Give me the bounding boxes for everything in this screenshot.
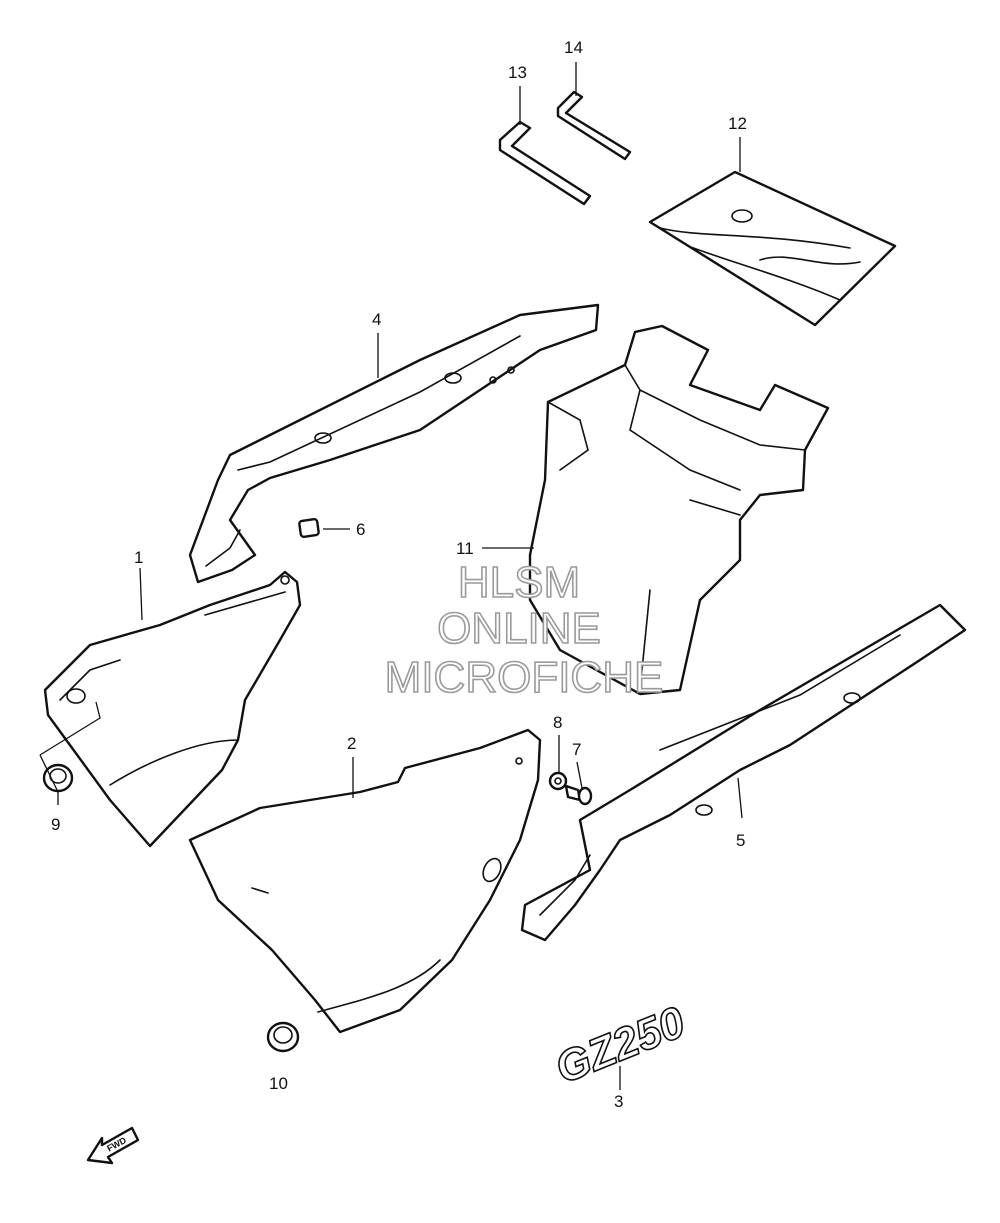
tool-bag-12[interactable] — [648, 170, 897, 327]
callout-9: 9 — [51, 815, 60, 834]
callout-7: 7 — [572, 740, 581, 759]
watermark-line-2: ONLINE — [437, 604, 601, 653]
grommet-6[interactable] — [298, 518, 320, 538]
callout-10: 10 — [269, 1074, 288, 1093]
callout-3: 3 — [614, 1092, 623, 1111]
watermark: HLSM ONLINE MICROFICHE — [384, 557, 664, 703]
screw-7[interactable] — [564, 784, 593, 806]
hex-key-14[interactable] — [556, 90, 632, 161]
fwd-arrow: FWD — [86, 1126, 140, 1165]
hex-key-13[interactable] — [498, 120, 592, 206]
callout-6: 6 — [356, 520, 365, 539]
frame-cover-4[interactable] — [188, 303, 600, 584]
frame-cover-5[interactable] — [520, 603, 967, 942]
callout-5: 5 — [736, 831, 745, 850]
leader-lines — [39, 62, 743, 1090]
washer-8[interactable] — [548, 771, 568, 791]
callout-12: 12 — [728, 114, 747, 133]
callout-2: 2 — [347, 734, 356, 753]
grommet-9[interactable] — [42, 763, 74, 793]
callout-1: 1 — [134, 548, 143, 567]
callout-8: 8 — [553, 713, 562, 732]
callout-14: 14 — [564, 38, 583, 57]
callout-11: 11 — [456, 539, 474, 558]
callout-4: 4 — [372, 310, 381, 329]
callout-numbers: 13 14 12 4 6 11 1 9 2 8 7 5 3 10 — [51, 38, 747, 1111]
side-cover-2[interactable] — [188, 728, 542, 1034]
watermark-line-3: MICROFICHE — [385, 653, 664, 702]
grommet-10[interactable] — [266, 1021, 300, 1053]
inner-fender-11[interactable] — [528, 324, 830, 696]
callout-13: 13 — [508, 63, 527, 82]
side-cover-1[interactable] — [43, 570, 302, 848]
watermark-line-1: HLSM — [458, 558, 580, 607]
